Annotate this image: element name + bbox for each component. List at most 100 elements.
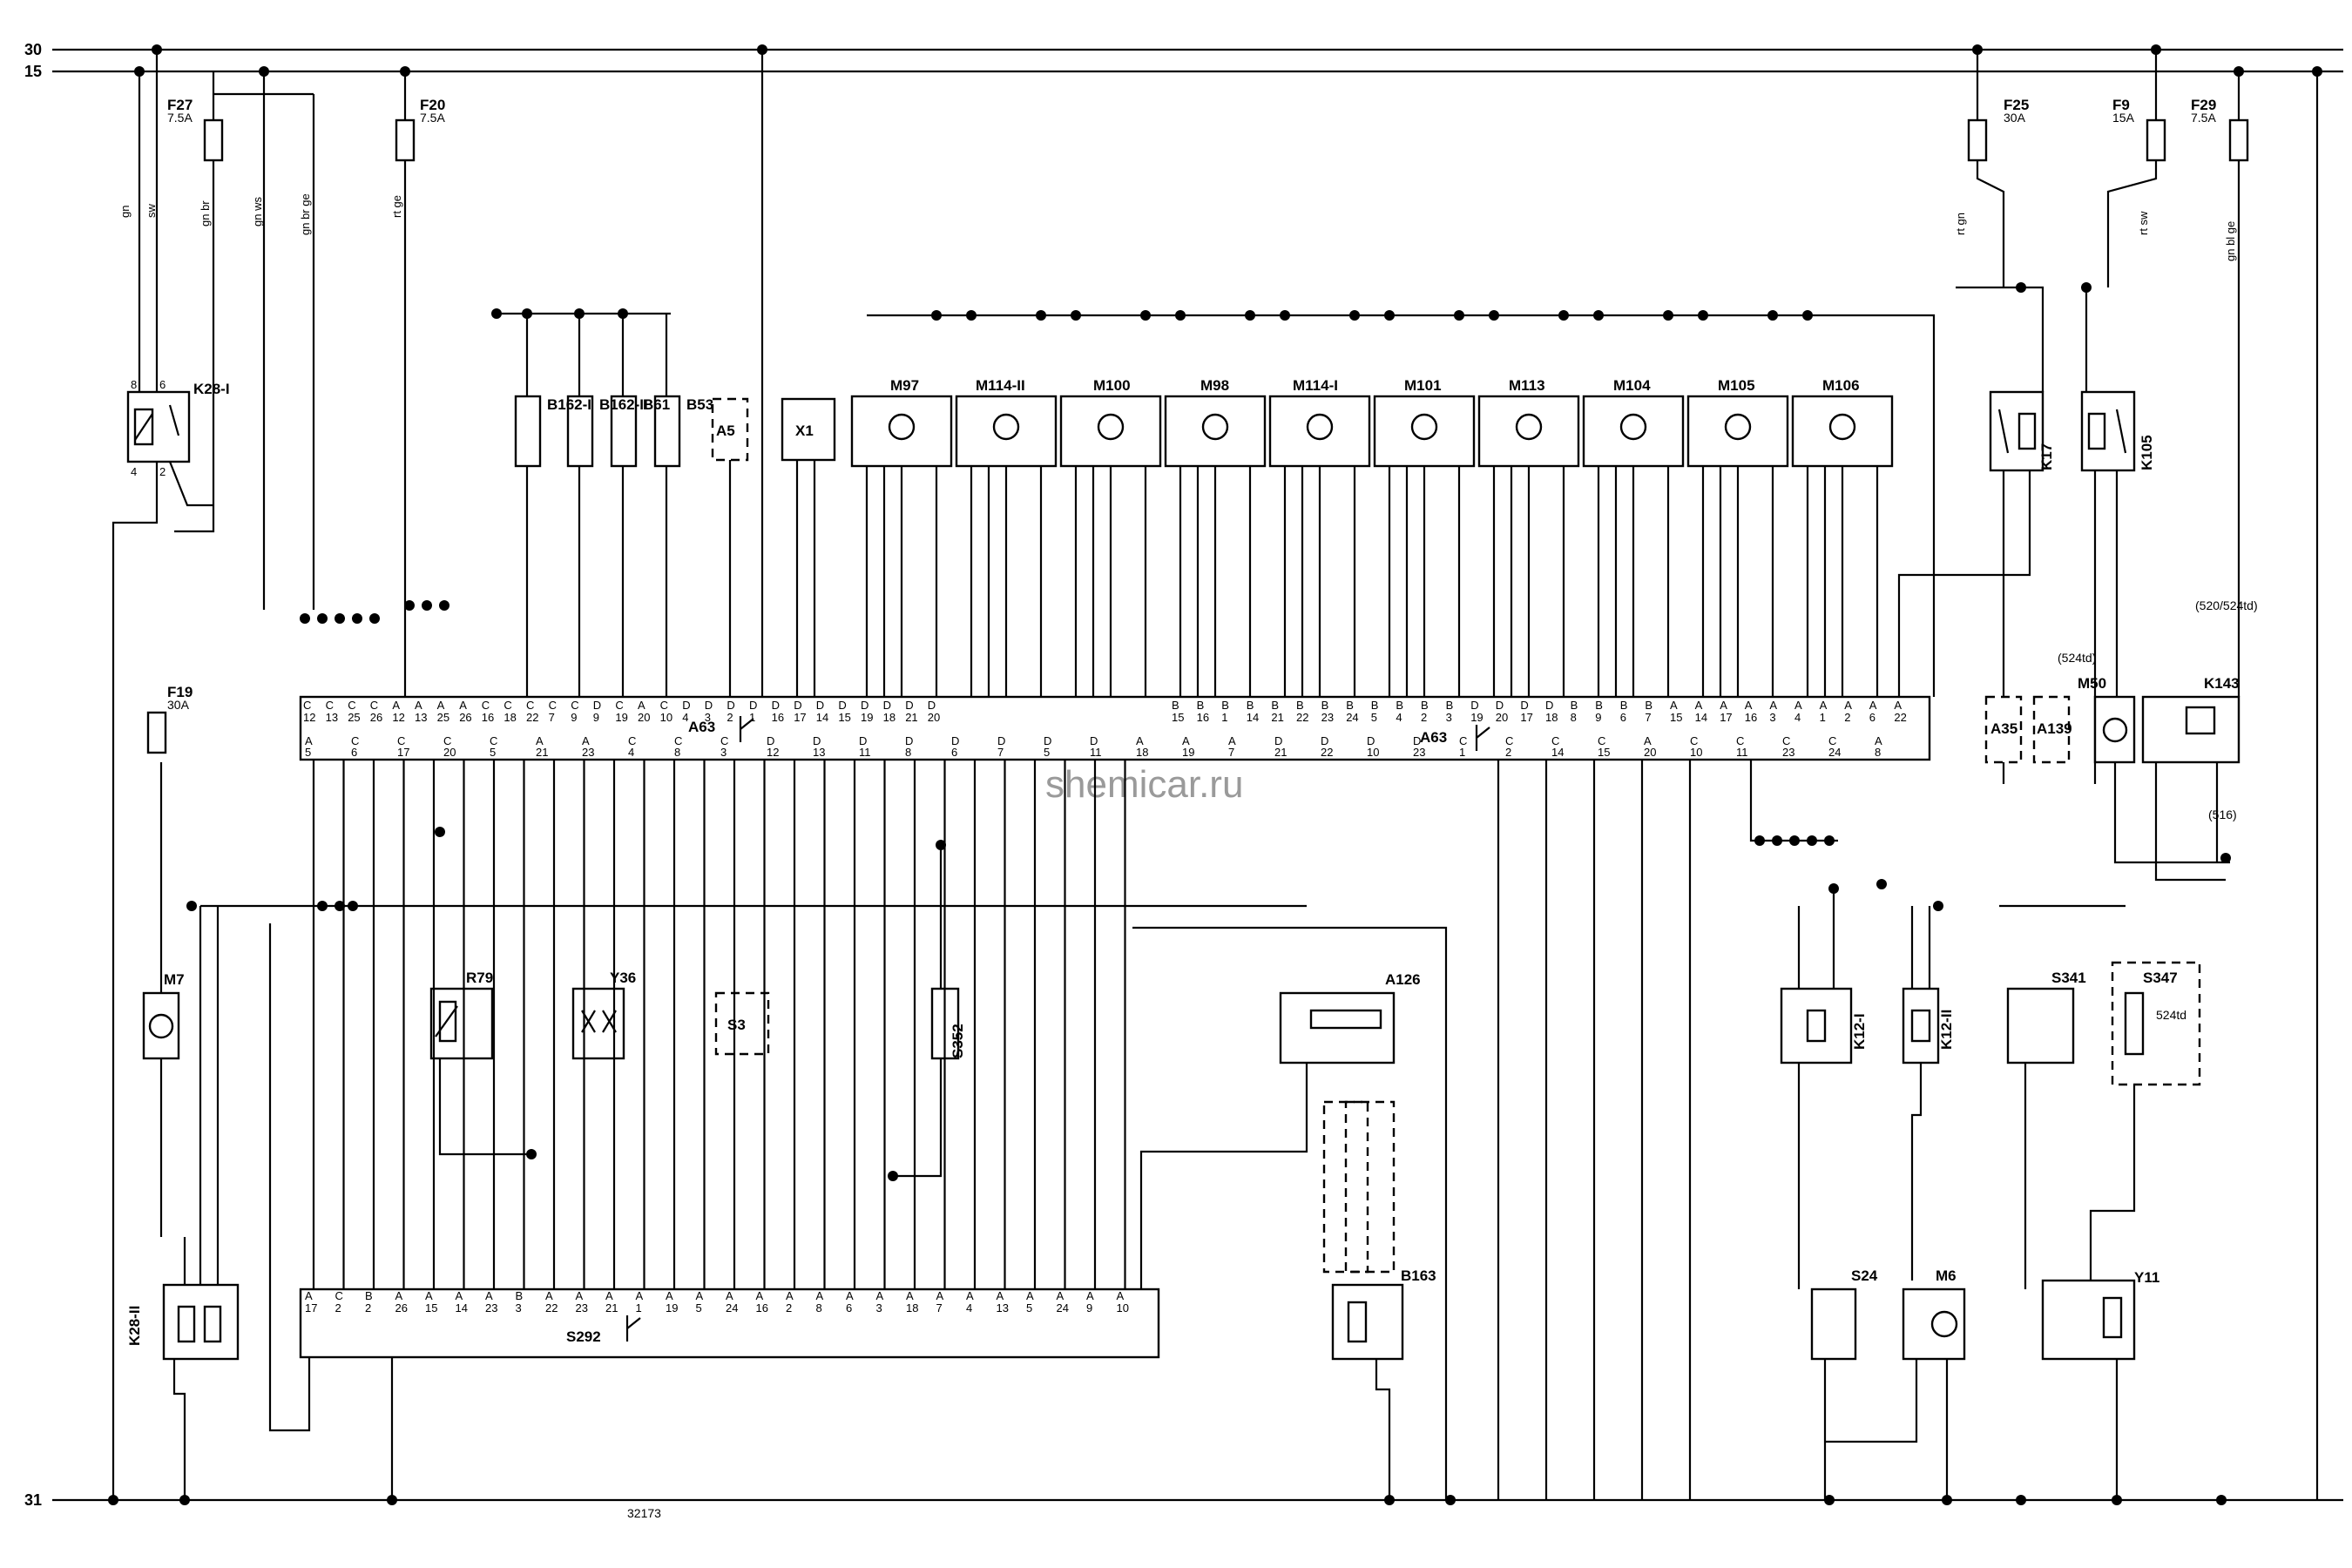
a63-top-right-pin-letter: B bbox=[1571, 699, 1578, 712]
fuse-F25: F25 30A bbox=[1967, 97, 2029, 162]
fuse-F19: F19 30A bbox=[146, 684, 193, 754]
svg-text:M101: M101 bbox=[1404, 377, 1442, 394]
s292-pin-number: 3 bbox=[516, 1301, 522, 1315]
a63-top-dots bbox=[186, 600, 1887, 911]
a63-bottom-pin-letter: C bbox=[351, 734, 359, 747]
s292-pin-number: 22 bbox=[545, 1301, 558, 1315]
a63-top-left-pin-letter: D bbox=[861, 699, 868, 712]
a63-top-left-pin-letter: C bbox=[549, 699, 557, 712]
svg-text:S341: S341 bbox=[2051, 970, 2086, 986]
s292-pin-number: 1 bbox=[636, 1301, 642, 1315]
a63-top-right-pin-number: 4 bbox=[1396, 711, 1402, 724]
a63-top-left-pin-letter: A bbox=[638, 699, 645, 712]
a63-bottom-pin-letter: A bbox=[1875, 734, 1882, 747]
a63-top-right-pin-number: 5 bbox=[1371, 711, 1377, 724]
a63-bottom-pin-number: 5 bbox=[305, 746, 311, 759]
a63-bottom-pin-number: 8 bbox=[905, 746, 911, 759]
connector-A5: A5 bbox=[711, 397, 749, 462]
a63-bottom-pin-letter: D bbox=[1321, 734, 1328, 747]
s292-pin-letter: A bbox=[966, 1289, 974, 1302]
a63-bottom-pin-number: 6 bbox=[351, 746, 357, 759]
s292-pin-number: 7 bbox=[936, 1301, 943, 1315]
svg-text:B163: B163 bbox=[1401, 1267, 1436, 1284]
switch-block-S292: S292 bbox=[268, 923, 1160, 1500]
a63-top-left-pin-letter: A bbox=[437, 699, 445, 712]
relay-K105: K105 bbox=[2080, 282, 2155, 784]
relay-K17: K17 bbox=[1897, 282, 2055, 784]
a63-bottom-pin-letter: A bbox=[582, 734, 590, 747]
s292-pin-number: 24 bbox=[726, 1301, 738, 1315]
watermark: shemicar.ru bbox=[1045, 763, 1243, 806]
svg-text:(520/524td): (520/524td) bbox=[2195, 598, 2258, 612]
svg-text:A35: A35 bbox=[1990, 720, 2017, 737]
a63-top-right-pin-letter: B bbox=[1247, 699, 1254, 712]
motor-M97: M97 bbox=[850, 377, 953, 468]
svg-text:M98: M98 bbox=[1200, 377, 1229, 394]
s292-pin-letter: A bbox=[456, 1289, 463, 1302]
a63-bottom-pin-number: 18 bbox=[1136, 746, 1148, 759]
relay-K12-II: K12-II bbox=[1902, 901, 1955, 1281]
a63-top-left-pin-letter: C bbox=[370, 699, 378, 712]
a63-top-left-pin-number: 16 bbox=[482, 711, 494, 724]
a63-bottom-pin-letter: C bbox=[1828, 734, 1836, 747]
a63-bottom-pin-number: 8 bbox=[1875, 746, 1881, 759]
a63-top-left-pin-number: 22 bbox=[526, 711, 538, 724]
svg-text:F19: F19 bbox=[167, 684, 193, 700]
a63-bottom-pin-number: 11 bbox=[1090, 746, 1102, 759]
sensor-labels: B162-I B162-II B61 B53 bbox=[547, 396, 713, 413]
a63-top-left-pin-number: 25 bbox=[437, 711, 449, 724]
a63-top-left-pin-number: 13 bbox=[415, 711, 427, 724]
a63-top-left-pin-number: 26 bbox=[370, 711, 382, 724]
rail-15: 15 bbox=[24, 63, 2343, 80]
a63-bottom-pin-letter: D bbox=[951, 734, 959, 747]
s292-pin-letter: A bbox=[666, 1289, 673, 1302]
svg-text:M114-I: M114-I bbox=[1293, 377, 1338, 394]
feed-wires bbox=[138, 50, 2319, 1500]
relay-K12-I: K12-I bbox=[1780, 883, 1868, 1289]
a63-top-left-pin-number: 21 bbox=[905, 711, 917, 724]
s292-pin-number: 2 bbox=[365, 1301, 371, 1315]
a63-top-left-pin-letter: C bbox=[615, 699, 623, 712]
s292-pin-number: 26 bbox=[395, 1301, 408, 1315]
s292-pin-letter: A bbox=[485, 1289, 493, 1302]
a63-bottom-pin-number: 8 bbox=[674, 746, 680, 759]
a63-top-left-pin-letter: A bbox=[459, 699, 467, 712]
s292-pin-letter: A bbox=[876, 1289, 884, 1302]
a63-top-left-pin-letter: D bbox=[727, 699, 734, 712]
svg-text:A5: A5 bbox=[716, 422, 735, 439]
a63-top-left-pin-number: 13 bbox=[326, 711, 338, 724]
s292-pin-letter: B bbox=[516, 1289, 524, 1302]
mid-bus-wires bbox=[312, 760, 1126, 1289]
svg-text:sw: sw bbox=[145, 204, 158, 219]
a63-top-left-pin-letter: D bbox=[905, 699, 913, 712]
s292-pin-letter: A bbox=[1117, 1289, 1125, 1302]
fuse-F9: F9 15A bbox=[2112, 97, 2166, 162]
svg-text:7.5A: 7.5A bbox=[167, 111, 193, 125]
a63-top-right-pin-number: 19 bbox=[1470, 711, 1483, 724]
a63-top-left-pin-number: 10 bbox=[660, 711, 672, 724]
a63-top-right-pin-letter: B bbox=[1271, 699, 1279, 712]
a63-top-left-pin-letter: D bbox=[928, 699, 936, 712]
a63-top-right-pin-letter: D bbox=[1545, 699, 1553, 712]
a63-bottom-pin-letter: C bbox=[1459, 734, 1467, 747]
a63-top-right-pin-letter: B bbox=[1197, 699, 1205, 712]
s292-pin-letter: A bbox=[605, 1289, 613, 1302]
svg-text:rt sw: rt sw bbox=[2137, 211, 2150, 235]
a63-top-right-pin-number: 6 bbox=[1869, 711, 1876, 724]
valve-Y36: Y36 bbox=[571, 970, 636, 1060]
svg-text:rt gn: rt gn bbox=[1954, 213, 1967, 235]
a63-bottom-pin-letter: C bbox=[1736, 734, 1744, 747]
svg-text:X1: X1 bbox=[795, 422, 814, 439]
a63-top-right-pin-number: 6 bbox=[1620, 711, 1626, 724]
switch-S352: S352 bbox=[888, 840, 966, 1181]
svg-text:S3: S3 bbox=[727, 1017, 746, 1033]
a63-top-right-pin-letter: B bbox=[1396, 699, 1403, 712]
s292-pin-number: 9 bbox=[1086, 1301, 1092, 1315]
a63-bottom-pin-number: 23 bbox=[582, 746, 594, 759]
a63-bottom-pin-letter: D bbox=[905, 734, 913, 747]
a63-top-right-pin-number: 3 bbox=[1769, 711, 1775, 724]
a63-top-right-pin-letter: B bbox=[1346, 699, 1354, 712]
a63-bottom-pin-number: 24 bbox=[1828, 746, 1841, 759]
a63-top-right-pin-number: 3 bbox=[1446, 711, 1452, 724]
